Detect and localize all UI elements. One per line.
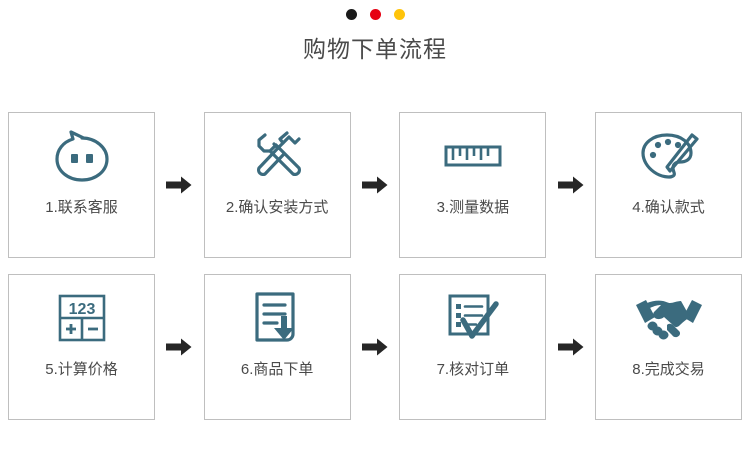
flow-step-4[interactable]: 4.确认款式 (595, 112, 743, 258)
flow-step-6[interactable]: 6.商品下单 (203, 274, 351, 420)
flow-step-label: 8.完成交易 (632, 361, 705, 378)
process-flow: 1.联系客服 2.确认安装方式 (8, 112, 743, 420)
flow-row: 123 5.计算价格 (8, 274, 743, 420)
arrow-right-icon (155, 274, 204, 420)
page-title: 购物下单流程 (303, 36, 447, 62)
flow-step-label: 5.计算价格 (45, 361, 118, 378)
flow-step-5[interactable]: 123 5.计算价格 (8, 274, 155, 420)
calculator-icon: 123 (9, 275, 154, 361)
chat-bubble-face-icon (9, 113, 154, 199)
arrow-right-icon (351, 112, 400, 258)
dot-yellow (393, 8, 405, 20)
wrench-hammer-icon (205, 113, 350, 199)
flow-step-label: 4.确认款式 (632, 199, 705, 216)
arrow-right-icon (155, 112, 204, 258)
dot-red (369, 8, 381, 20)
flow-step-label: 7.核对订单 (436, 361, 510, 378)
ruler-icon (400, 113, 545, 199)
dot-black (345, 8, 357, 20)
page-header: 购物下单流程 (0, 0, 750, 64)
paint-palette-icon (596, 113, 741, 199)
header-dots (0, 7, 750, 21)
flow-step-1[interactable]: 1.联系客服 (8, 112, 155, 258)
flow-step-label: 6.商品下单 (240, 361, 314, 378)
arrow-right-icon (351, 274, 400, 420)
handshake-icon (596, 275, 741, 361)
document-download-icon (205, 275, 350, 361)
flow-row: 1.联系客服 2.确认安装方式 (8, 112, 743, 258)
arrow-right-icon (546, 112, 595, 258)
flow-step-label: 1.联系客服 (45, 199, 118, 216)
flow-step-label: 3.测量数据 (436, 199, 510, 216)
flow-step-7[interactable]: 7.核对订单 (399, 274, 547, 420)
arrow-right-icon (546, 274, 595, 420)
flow-step-label: 2.确认安装方式 (225, 199, 329, 216)
checklist-check-icon (400, 275, 545, 361)
svg-text:123: 123 (68, 301, 95, 318)
flow-step-3[interactable]: 3.测量数据 (399, 112, 547, 258)
flow-step-8[interactable]: 8.完成交易 (595, 274, 743, 420)
flow-step-2[interactable]: 2.确认安装方式 (203, 112, 351, 258)
